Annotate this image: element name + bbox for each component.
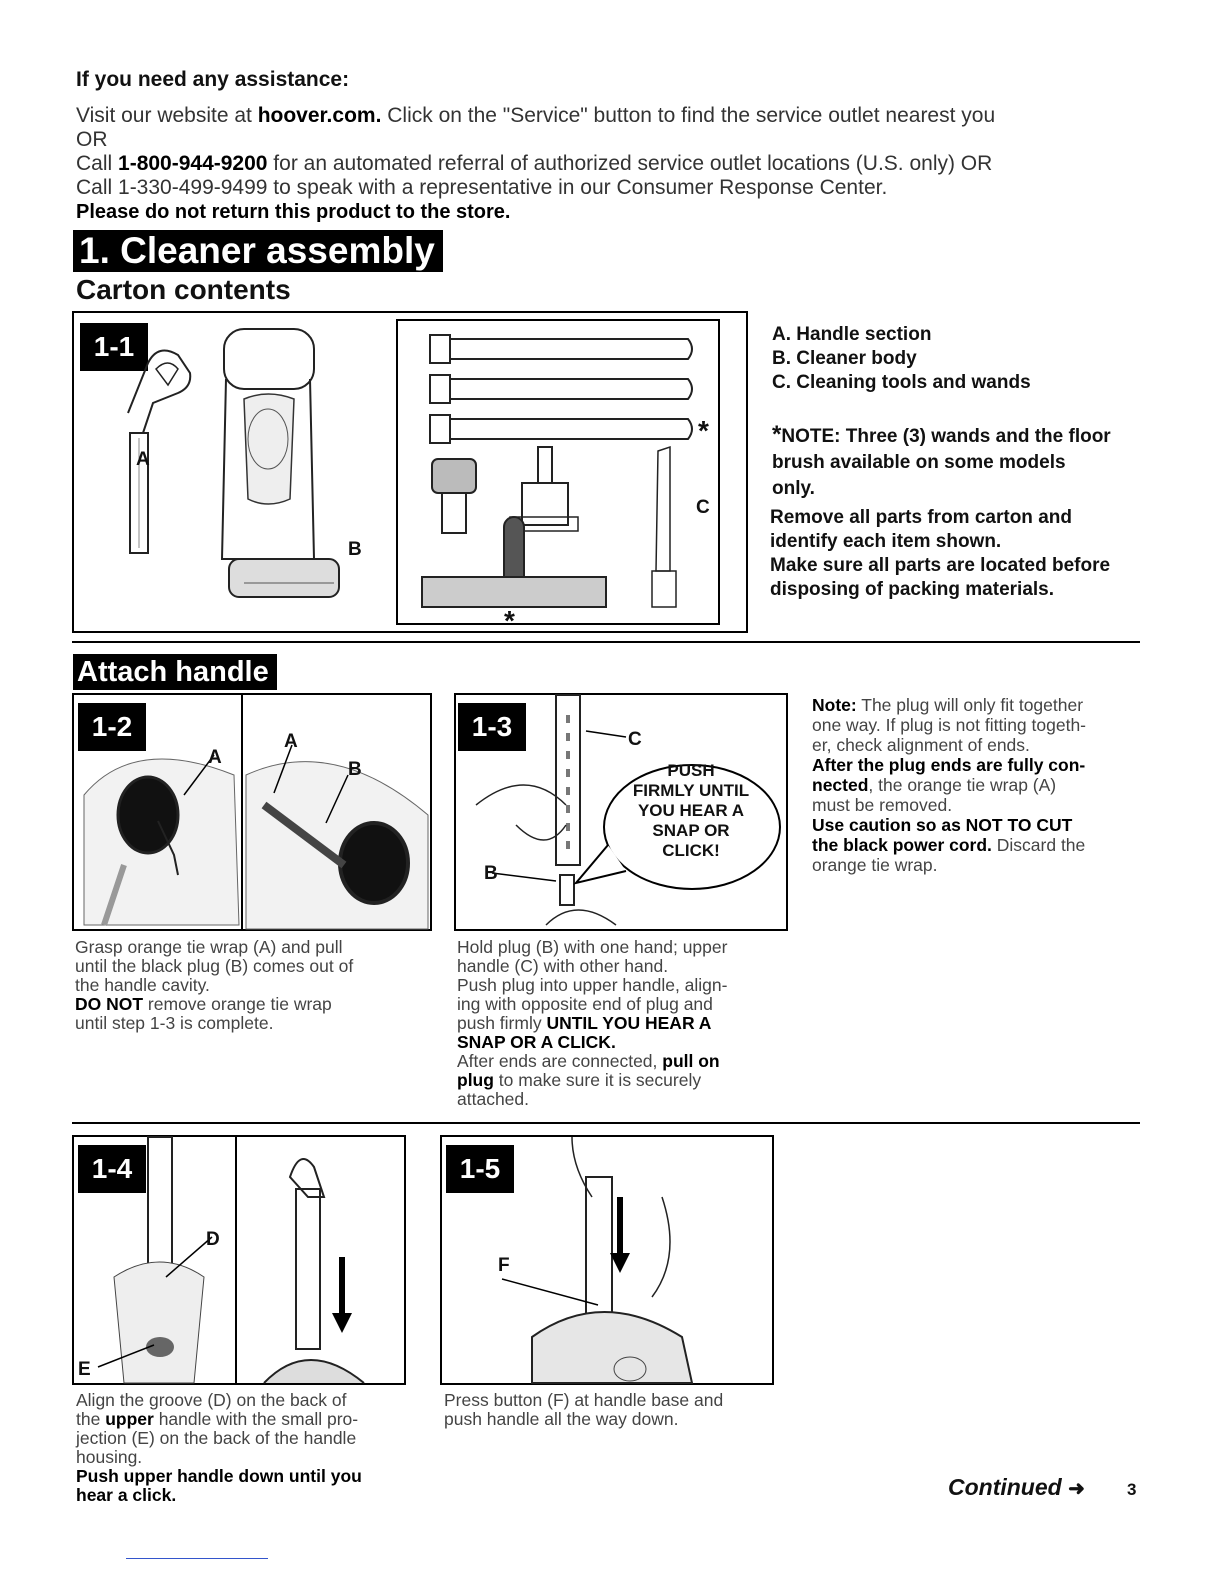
step-badge: 1-1 — [80, 323, 148, 371]
figure-1-3: 1-3 C B PUSH FIRMLY UNTIL YOU HEAR A SNA… — [454, 693, 788, 931]
step-badge: 1-3 — [458, 703, 526, 751]
section-header: 1. Cleaner assembly — [73, 230, 443, 272]
figure-1-5: 1-5 F — [440, 1135, 774, 1385]
label-b: B — [484, 863, 498, 884]
label-a: A — [284, 731, 298, 752]
footnote-rule — [126, 1558, 268, 1559]
label-c: C — [696, 497, 710, 518]
label-a: A — [208, 747, 222, 768]
arrow-right-icon: ➜ — [1068, 1478, 1085, 1500]
part-c: C. Cleaning tools and wands — [772, 372, 1031, 393]
press-button-illustration — [501, 1136, 694, 1384]
label-b: B — [348, 759, 362, 780]
plug-connection-illustration — [475, 694, 781, 926]
divider-1 — [72, 641, 1140, 643]
assistance-or: OR — [76, 128, 108, 151]
continued-label: Continued ➜ — [948, 1474, 1085, 1500]
panel-divider — [235, 1137, 237, 1385]
carton-contents-title: Carton contents — [76, 274, 291, 305]
page-number: 3 — [1127, 1480, 1137, 1499]
panel-divider — [241, 695, 243, 931]
step-1-3-caption: Hold plug (B) with one hand; upper handl… — [457, 937, 728, 1109]
divider-2 — [72, 1122, 1140, 1124]
asterisk-brush: * — [504, 605, 515, 636]
handle-section-illustration — [127, 349, 192, 554]
assistance-call-line-2: Call 1-330-499-9499 to speak with a repr… — [76, 176, 888, 199]
wands-and-tools-illustration — [421, 334, 693, 608]
label-d: D — [206, 1229, 220, 1250]
figure-1-4: 1-4 D E — [72, 1135, 406, 1385]
step-badge: 1-5 — [446, 1145, 514, 1193]
tools-panel: * C * — [396, 319, 720, 636]
attach-handle-header: Attach handle — [73, 654, 277, 690]
cleaner-body-illustration — [220, 328, 340, 598]
assistance-website-line: Visit our website at hoover.com. Click o… — [76, 104, 996, 127]
assistance-call-line-1: Call 1-800-944-9200 for an automated ref… — [76, 152, 993, 175]
step-badge: 1-4 — [78, 1145, 146, 1193]
parts-list: A. Handle section B. Cleaner body C. Cle… — [772, 323, 1031, 395]
step-1-5-caption: Press button (F) at handle base and push… — [444, 1390, 724, 1429]
label-b: B — [348, 539, 362, 560]
step-1-4-caption: Align the groove (D) on the back of the … — [76, 1390, 362, 1505]
figure-1-1: 1-1 A B — [72, 311, 748, 636]
push-callout-bubble: PUSH FIRMLY UNTIL YOU HEAR A SNAP OR CLI… — [632, 761, 750, 860]
figure-1-2: 1-2 A A B — [72, 693, 432, 931]
assistance-title: If you need any assistance: — [76, 68, 350, 91]
no-return-notice: Please do not return this product to the… — [76, 201, 511, 223]
step-badge: 1-2 — [78, 703, 146, 751]
models-note: *NOTE: Three (3) wands and the floor bru… — [772, 421, 1111, 500]
label-f: F — [498, 1255, 510, 1276]
unpack-instructions: Remove all parts from carton and identif… — [770, 507, 1111, 600]
handle-alignment-illustration — [97, 1136, 365, 1384]
label-e: E — [78, 1359, 91, 1380]
part-a: A. Handle section — [772, 324, 932, 345]
part-b: B. Cleaner body — [772, 348, 917, 369]
label-c: C — [628, 729, 642, 750]
tie-wrap-illustration — [83, 744, 429, 930]
asterisk-wand: * — [698, 415, 709, 446]
plug-note: Note: The plug will only fit together on… — [812, 695, 1087, 875]
label-a: A — [136, 449, 150, 470]
step-1-2-caption: Grasp orange tie wrap (A) and pull until… — [75, 937, 354, 1033]
website-link[interactable]: hoover.com. — [257, 104, 382, 127]
